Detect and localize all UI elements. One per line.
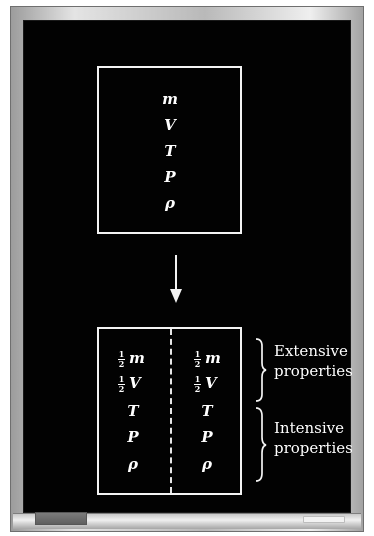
right-half-m-den: 2 — [194, 358, 201, 369]
left-half-v-den: 2 — [118, 383, 125, 394]
left-half-v: 1 2 V — [118, 373, 141, 394]
initial-symbol-m: m — [162, 90, 178, 108]
right-half-v-fraction: 1 2 — [194, 373, 201, 394]
left-half-v-symbol: V — [129, 374, 141, 392]
extensive-label-line1: Extensive — [274, 342, 348, 360]
left-half-m-fraction: 1 2 — [118, 348, 125, 369]
extensive-brace-icon — [255, 338, 267, 402]
initial-state-box: m V T P ρ — [97, 66, 242, 234]
right-p-symbol: P — [201, 428, 213, 446]
eraser-icon — [35, 512, 87, 525]
initial-symbol-t: T — [164, 142, 176, 160]
right-half-v: 1 2 V — [194, 373, 217, 394]
left-half-m-symbol: m — [129, 349, 145, 367]
initial-symbol-v: V — [164, 116, 176, 134]
extensive-label-line2: properties — [274, 362, 353, 380]
intensive-brace-icon — [255, 407, 267, 482]
left-half-m-bar — [118, 358, 125, 360]
chalkboard: m V T P ρ 1 2 m 1 — [23, 20, 353, 513]
intensive-label-line2: properties — [274, 439, 353, 457]
intensive-label-line1: Intensive — [274, 419, 344, 437]
left-half-v-num: 1 — [118, 373, 125, 384]
chalk-icon — [303, 516, 345, 523]
right-half-v-bar — [194, 383, 201, 385]
left-t-symbol: T — [127, 402, 139, 420]
down-arrow-icon — [170, 255, 182, 303]
right-half-m-bar — [194, 358, 201, 360]
right-half-v-num: 1 — [194, 373, 201, 384]
split-state-box: 1 2 m 1 2 V T P ρ 1 — [97, 327, 242, 495]
left-half-m: 1 2 m — [118, 348, 145, 369]
right-rho-symbol: ρ — [202, 455, 212, 473]
right-t-symbol: T — [201, 402, 213, 420]
left-half-m-den: 2 — [118, 358, 125, 369]
initial-symbol-p: P — [164, 168, 176, 186]
left-rho-symbol: ρ — [128, 455, 138, 473]
right-half-m-fraction: 1 2 — [194, 348, 201, 369]
split-divider — [170, 329, 172, 493]
right-half-m-num: 1 — [194, 348, 201, 359]
right-half-m-symbol: m — [205, 349, 221, 367]
right-half-m: 1 2 m — [194, 348, 221, 369]
left-p-symbol: P — [127, 428, 139, 446]
left-half-v-fraction: 1 2 — [118, 373, 125, 394]
right-half-v-den: 2 — [194, 383, 201, 394]
chalk-tray — [13, 513, 361, 529]
right-half-v-symbol: V — [205, 374, 217, 392]
left-half-m-num: 1 — [118, 348, 125, 359]
initial-symbol-rho: ρ — [165, 194, 175, 212]
left-half-v-bar — [118, 383, 125, 385]
